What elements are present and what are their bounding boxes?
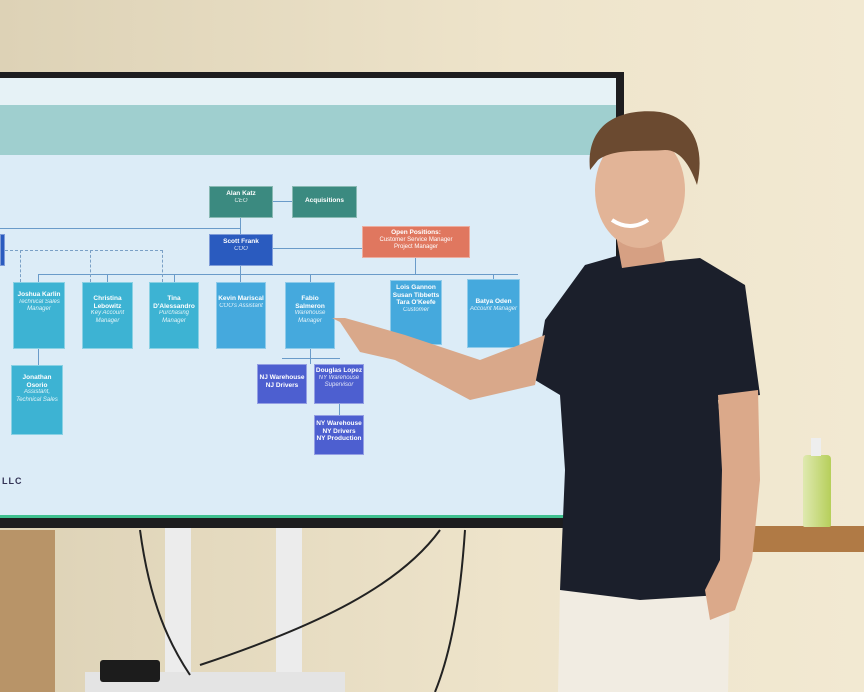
- org-box-ceo: Alan Katz CEO: [209, 186, 273, 218]
- org-box-staff: Kevin Mariscal COO's Assistant: [216, 282, 266, 349]
- face: [595, 132, 685, 248]
- org-box-staff: Fabio Salmeron Warehouse Manager: [285, 282, 335, 349]
- org-box-acquisitions: Acquisitions: [292, 186, 357, 218]
- staff-name: Lois Gannon: [396, 284, 436, 291]
- org-box-staff: Batya Oden Account Manager: [467, 279, 520, 348]
- ceo-name: Alan Katz: [226, 190, 256, 197]
- org-box-coo: Scott Frank COO: [209, 234, 273, 266]
- coo-title: COO: [234, 245, 248, 252]
- tv-stand-right: [276, 528, 302, 692]
- ny-line: NY Warehouse: [316, 420, 362, 427]
- staff-title: Warehouse Manager: [294, 310, 326, 324]
- org-box-nj-warehouse: NJ Warehouse NJ Drivers: [257, 364, 307, 404]
- org-box-partial: [0, 234, 5, 266]
- staff-title: Key Account Manager: [90, 310, 125, 324]
- open-role: Project Manager: [393, 244, 439, 250]
- nj-line: NJ Warehouse: [259, 374, 305, 381]
- open-role: Customer Service Manager: [379, 236, 453, 243]
- smile: [610, 218, 650, 228]
- staff-name: Batya Oden: [475, 298, 512, 305]
- ceo-title: CEO: [234, 197, 248, 204]
- hair: [589, 111, 700, 185]
- nj-line: NJ Drivers: [265, 381, 299, 389]
- wall-shelf: [735, 526, 864, 552]
- org-box-open-positions: Open Positions: Customer Service Manager…: [362, 226, 470, 258]
- staff-name: Kevin Mariscal: [218, 295, 264, 302]
- staff-name: Fabio Salmeron: [295, 295, 325, 310]
- staff-title: Technical Sales Manager: [18, 298, 60, 313]
- org-box-staff: Tina D'Alessandro Purchasing Manager: [149, 282, 199, 349]
- open-positions-label: Open Positions:: [391, 229, 441, 236]
- right-arm: [705, 390, 760, 620]
- org-box-jonathan: Jonathan Osorio Assistant, Technical Sal…: [11, 365, 63, 435]
- staff-title: Purchasing Manager: [158, 310, 190, 324]
- staff-name: Susan Tibbetts: [392, 291, 440, 299]
- org-box-douglas: Douglas Lopez NY Warehouse Supervisor: [314, 364, 364, 404]
- coo-name: Scott Frank: [223, 238, 259, 245]
- slide-bottom-bar: [0, 515, 566, 518]
- media-device: [100, 660, 160, 682]
- staff-name: Douglas Lopez: [315, 367, 363, 374]
- org-box-staff: Christina Lebowitz Key Account Manager: [82, 282, 133, 349]
- cables: [139, 529, 466, 692]
- org-box-staff: Joshua Karlin Technical Sales Manager: [13, 282, 65, 349]
- ny-line: NY Drivers: [322, 427, 356, 435]
- staff-title: COO's Assistant: [219, 302, 263, 309]
- staff-title: Customer: [402, 306, 429, 313]
- sanitizer-bottle: [803, 455, 831, 527]
- acquisitions-label: Acquisitions: [304, 197, 344, 204]
- staff-name: Christina Lebowitz: [93, 295, 122, 310]
- staff-name: Jonathan Osorio: [22, 374, 52, 389]
- pants: [558, 580, 730, 692]
- company-footer: LLC: [2, 476, 23, 486]
- org-box-ny-warehouse: NY Warehouse NY Drivers NY Production: [314, 415, 364, 455]
- tv-screen: Alan Katz CEO Acquisitions Scott Frank C…: [0, 78, 616, 518]
- shirt: [535, 255, 760, 600]
- slide-title-band: [0, 105, 616, 155]
- staff-name: Joshua Karlin: [17, 291, 61, 298]
- staff-title: NY Warehouse Supervisor: [318, 374, 360, 389]
- staff-title: Account Manager: [469, 305, 518, 312]
- tv-stand-left: [165, 528, 191, 692]
- bottle-pump: [811, 438, 821, 456]
- staff-name: Tina D'Alessandro: [153, 295, 195, 310]
- slide-header: [0, 78, 616, 105]
- staff-title: Assistant, Technical Sales: [16, 389, 58, 403]
- staff-name: Tara O'Keefe: [396, 299, 436, 306]
- pointing-arm: [332, 318, 545, 400]
- ny-line: NY Production: [316, 435, 362, 442]
- boxes: [0, 530, 55, 692]
